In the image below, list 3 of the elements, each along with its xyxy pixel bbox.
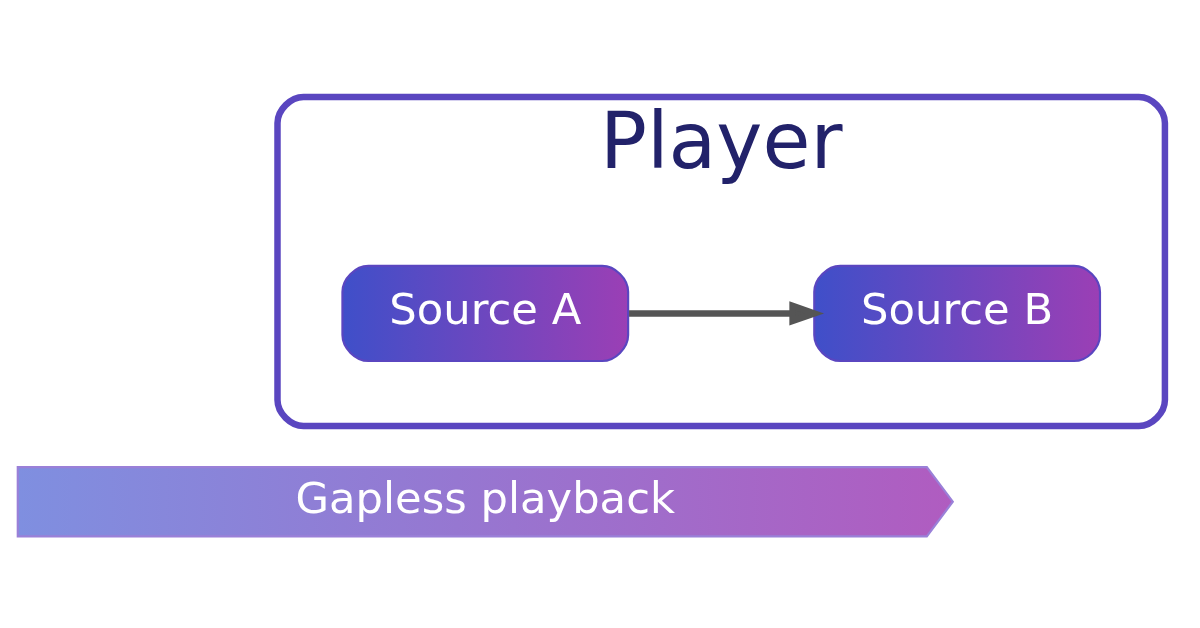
arrow — [629, 300, 825, 326]
node-box: Source A — [341, 264, 630, 362]
node-box: Source B — [813, 264, 1102, 362]
